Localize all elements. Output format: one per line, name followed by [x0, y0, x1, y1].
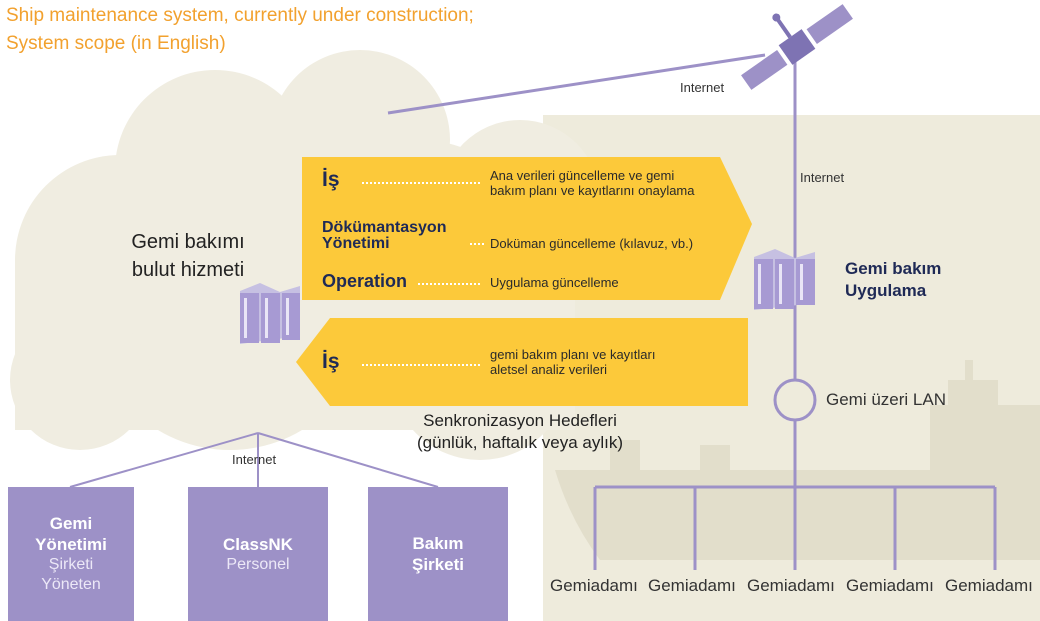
crew-label-5: Gemiadamı: [945, 576, 1033, 595]
satellite-icon: [741, 4, 853, 90]
box-2-line-2: Personel: [226, 555, 290, 573]
upload-arrow: [302, 157, 752, 300]
download-row-1-dots: [362, 364, 480, 366]
crew-label-1: Gemiadamı: [550, 576, 638, 595]
crew-label-3: Gemiadamı: [747, 576, 835, 595]
ship-silhouette: [555, 360, 1040, 560]
sync-line-1: Senkronizasyon Hedefleri: [423, 411, 617, 430]
cloud-server-icon: [240, 283, 300, 344]
satellite-link-line: [387, 53, 766, 115]
upload-row-2-key-line-2: Yönetimi: [322, 235, 390, 252]
download-row-1-key: İş: [322, 350, 340, 373]
cloud-label-line-1: Gemi bakımı: [131, 231, 245, 253]
upload-row-3-key: Operation: [322, 271, 408, 291]
box-1-line-3: Şirketi: [48, 556, 94, 573]
crew-bus: [593, 485, 997, 570]
sync-targets-label: Senkronizasyon Hedefleri (günlük, haftal…: [375, 410, 665, 454]
upload-row-1-dots: [362, 182, 480, 184]
ship-internet-label: Internet: [800, 170, 845, 185]
box-maintenance-company: Bakım Şirketi: [368, 487, 508, 621]
box-2-line-1: ClassNK: [223, 534, 293, 554]
shore-internet-label: Internet: [232, 452, 277, 467]
download-row-1-value: gemi bakım planı ve kayıtları aletsel an…: [490, 347, 655, 377]
diagram-title: Ship maintenance system, currently under…: [6, 2, 474, 58]
ship-server-icon: [754, 249, 815, 310]
sync-line-2: (günlük, haftalık veya aylık): [417, 433, 623, 452]
title-line-2: System scope (in English): [6, 33, 226, 54]
cloud-service-label: Gemi bakımı bulut hizmeti: [88, 228, 288, 284]
upload-row-2-key-line-1: Dökümantasyon: [322, 219, 447, 236]
crew-label-2: Gemiadamı: [648, 576, 736, 595]
upload-row-2-dots: [470, 243, 484, 245]
download-row-1-value-line-1: gemi bakım planı ve kayıtları: [490, 347, 656, 362]
ship-app-line-2: Uygulama: [845, 281, 927, 300]
download-row-1-value-line-2: aletsel analiz verileri: [490, 362, 608, 377]
download-arrow: [296, 318, 748, 406]
lan-hub-circle: [773, 378, 817, 422]
box-1-line-2: Yönetimi: [35, 535, 107, 554]
box-1-line-1: Gemi: [49, 514, 93, 533]
title-line-1: Ship maintenance system, currently under…: [6, 5, 474, 26]
satellite-internet-label: Internet: [680, 80, 725, 95]
cloud-label-line-2: bulut hizmeti: [131, 259, 245, 281]
upload-row-1-value-line-1: Ana verileri güncelleme ve gemi: [490, 168, 675, 183]
box-3-line-2: Şirketi: [412, 555, 464, 574]
shore-network-lines: [69, 432, 439, 488]
box-classnk-personnel: ClassNK Personel: [188, 487, 328, 621]
ship-app-line-1: Gemi bakım: [845, 259, 942, 278]
upload-row-3-value: Uygulama güncelleme: [490, 275, 619, 290]
crew-label-4: Gemiadamı: [846, 576, 934, 595]
lan-label: Gemi üzeri LAN: [826, 390, 946, 409]
upload-row-1-value: Ana verileri güncelleme ve gemi bakım pl…: [490, 168, 695, 198]
upload-row-1-key: İş: [322, 168, 340, 191]
box-ship-management-company: Gemi Yönetimi Şirketi Yöneten: [8, 487, 134, 621]
upload-row-2-value: Doküman güncelleme (kılavuz, vb.): [490, 236, 694, 251]
box-3-line-1: Bakım: [412, 534, 464, 553]
upload-row-1-value-line-2: bakım planı ve kayıtlarını onaylama: [490, 183, 695, 198]
box-1-line-4: Yöneten: [41, 576, 101, 593]
upload-row-2-key: Dökümantasyon Yönetimi: [322, 220, 446, 252]
ship-app-label: Gemi bakım Uygulama: [845, 258, 941, 302]
upload-row-3-dots: [418, 283, 480, 285]
